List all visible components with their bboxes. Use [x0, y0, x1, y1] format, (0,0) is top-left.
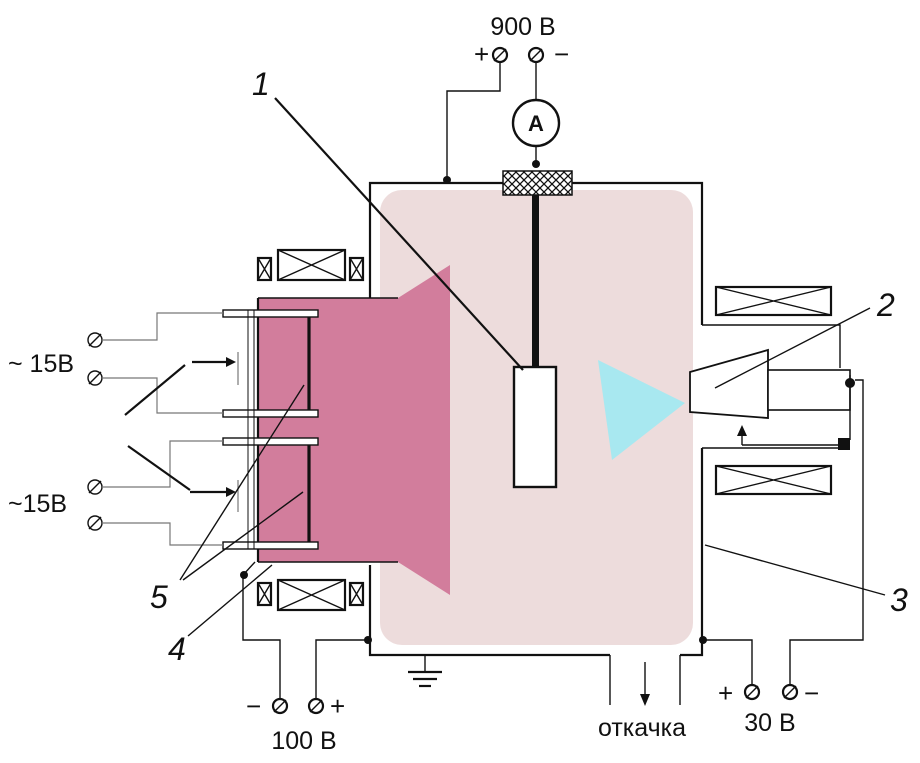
- br-minus-sign: −: [804, 678, 819, 708]
- leader-lines: [179, 97, 886, 637]
- label-4: 4: [168, 631, 186, 667]
- bl-minus-sign: −: [246, 691, 261, 721]
- detector: [689, 348, 855, 450]
- source-housing: [256, 297, 398, 563]
- br-plus-sign: +: [718, 678, 733, 708]
- probe-rod: [532, 195, 539, 367]
- label-3: 3: [890, 582, 908, 618]
- voltage-15-lower: ~15В: [8, 490, 67, 518]
- pump-label: откачка: [598, 714, 686, 742]
- voltage-30: 30 В: [744, 709, 795, 737]
- voltage-100: 100 В: [271, 727, 336, 755]
- label-1: 1: [252, 66, 270, 102]
- discharge-circuit: [240, 561, 372, 715]
- ground-symbol: [408, 655, 442, 688]
- top-plus-sign: +: [474, 39, 489, 69]
- bias-circuit: [699, 379, 864, 701]
- pump-port: [609, 655, 681, 706]
- plasma-region: [258, 265, 450, 595]
- filament-circuit: [87, 312, 239, 546]
- ammeter: A: [511, 98, 561, 148]
- bl-plus-sign: +: [330, 691, 345, 721]
- chamber-wall: [368, 181, 704, 657]
- coil-left-bottom: [256, 578, 365, 612]
- coil-left-top: [256, 248, 365, 282]
- probe-plate: [512, 365, 558, 489]
- voltage-15-upper: ~ 15В: [8, 350, 74, 378]
- top-insulator: [502, 170, 573, 196]
- top-minus-sign: −: [554, 39, 569, 69]
- top-circuit: [443, 46, 545, 184]
- label-2: 2: [876, 287, 895, 323]
- ammeter-label: A: [528, 111, 544, 136]
- coil-right: [702, 285, 841, 496]
- label-5: 5: [150, 579, 168, 615]
- voltage-900: 900 В: [490, 13, 555, 41]
- ion-beam: [598, 360, 685, 460]
